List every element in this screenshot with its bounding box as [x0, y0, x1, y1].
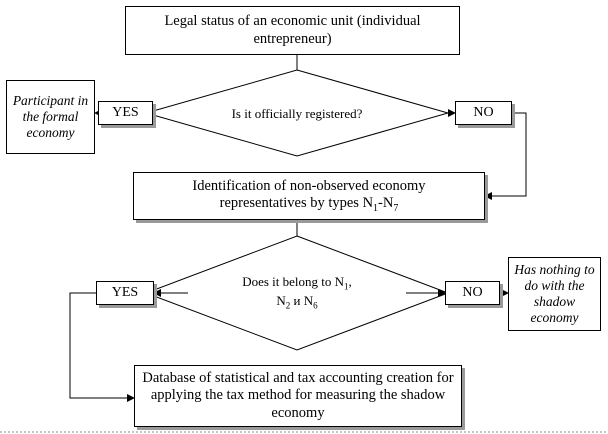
registered-question-label: Is it officially registered? [231, 94, 363, 134]
nothing-shadow-box: Has nothing to do with the shadow econom… [508, 257, 601, 331]
belongs-main: Does it belong to N [242, 274, 345, 290]
belongs-sub-n1: 1 [344, 281, 349, 292]
identification-range-dash: -N [378, 194, 394, 211]
belongs-sub-n6: 6 [313, 300, 318, 311]
decision-diamond-belongs [144, 235, 450, 351]
identification-text: Identification of non-observed economy r… [148, 178, 470, 215]
nothing-shadow-text: Has nothing to do with the shadow econom… [514, 262, 595, 325]
belongs-question-label: Does it belong to N1,N2 и N6 [222, 270, 372, 316]
no-box-belongs: NO [445, 281, 500, 305]
legal-status-text: Legal status of an economic unit (indivi… [164, 13, 421, 47]
legal-status-box: Legal status of an economic unit (indivi… [125, 6, 460, 55]
yes-label-registered: YES [112, 104, 139, 120]
no-box-registered: NO [455, 101, 512, 125]
belongs-sub-n2: 2 [285, 300, 291, 311]
participant-formal-text: Participant in the formal economy [12, 93, 89, 140]
no-label-registered: NO [473, 104, 494, 120]
decision-diamond-registered [144, 69, 450, 157]
database-text: Database of statistical and tax accounti… [142, 370, 454, 421]
identification-sub-n1: 1 [373, 202, 379, 214]
database-box: Database of statistical and tax accounti… [134, 365, 462, 427]
no-label-belongs: NO [462, 284, 483, 300]
yes-box-belongs: YES [96, 281, 154, 305]
identification-sub-n7: 7 [393, 202, 399, 214]
connector-no-to-identification [484, 112, 527, 200]
belongs-comma: , [348, 274, 352, 290]
yes-label-belongs: YES [111, 284, 139, 300]
belongs-question-text: Does it belong to N1,N2 и N6 [242, 274, 352, 311]
registered-question-text: Is it officially registered? [231, 105, 363, 121]
yes-box-registered: YES [98, 101, 153, 125]
identification-box: Identification of non-observed economy r… [133, 172, 485, 220]
connector-yes-to-database [69, 292, 135, 402]
belongs-tail: и N [290, 293, 314, 308]
participant-formal-box: Participant in the formal economy [6, 80, 95, 154]
identification-main: Identification of non-observed economy r… [192, 177, 426, 211]
